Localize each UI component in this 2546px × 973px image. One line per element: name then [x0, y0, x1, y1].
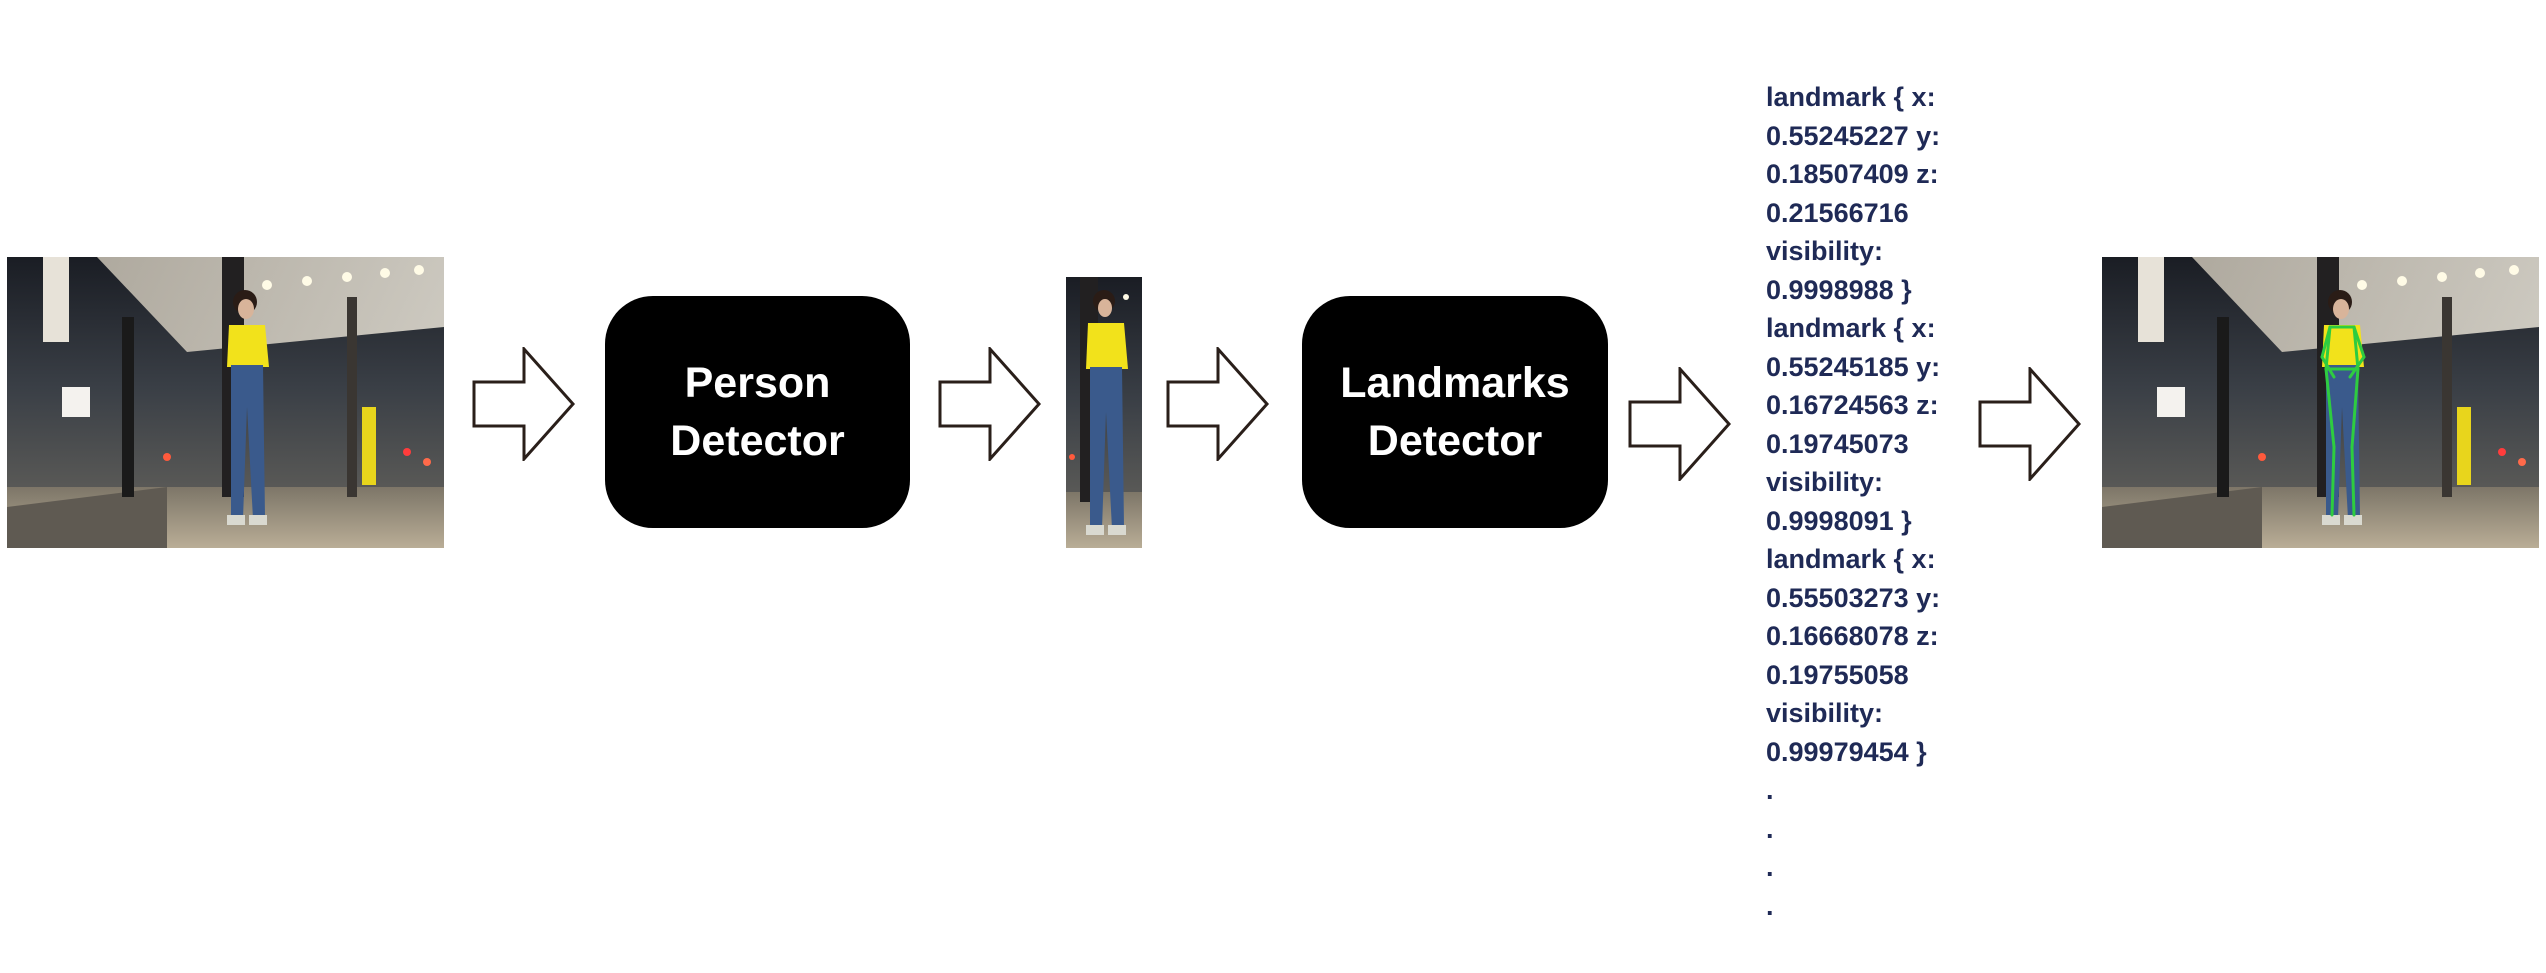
- landmarks-detector-block: Landmarks Detector: [1302, 296, 1608, 528]
- arrow-right-icon: [1978, 367, 2082, 481]
- arrow-right-icon: [938, 347, 1042, 461]
- street-photo-person-image: [7, 257, 444, 548]
- landmark-text-line: 0.55245185 y:: [1766, 351, 1941, 382]
- output-image: [2102, 257, 2539, 548]
- person-detector-label: Person Detector: [670, 359, 845, 465]
- landmark-text-line: .: [1766, 813, 1774, 844]
- landmark-text-line: 0.19755058: [1766, 659, 1909, 690]
- arrow-right-icon: [472, 347, 576, 461]
- landmark-text-line: landmark { x:: [1766, 544, 1936, 574]
- landmark-text-line: landmark { x:: [1766, 313, 1936, 343]
- landmark-text-line: landmark { x:: [1766, 82, 1936, 112]
- landmark-text-line: .: [1766, 890, 1774, 921]
- landmark-text-line: visibility:: [1766, 236, 1884, 266]
- landmarks-detector-label: Landmarks Detector: [1340, 359, 1570, 465]
- cropped-image: [1066, 277, 1142, 548]
- landmark-text-line: 0.16724563 z:: [1766, 390, 1939, 420]
- landmark-text-line: 0.55503273 y:: [1766, 582, 1941, 613]
- input-image: [7, 257, 444, 548]
- landmark-text-line: visibility:: [1766, 467, 1884, 497]
- landmark-text-line: 0.19745073: [1766, 428, 1909, 459]
- landmark-text-line: 0.18507409 z:: [1766, 159, 1939, 189]
- person-detector-block: Person Detector: [605, 296, 910, 528]
- landmark-text-line: .: [1766, 852, 1774, 882]
- landmark-text-line: 0.9998091 }: [1766, 505, 1912, 536]
- pose-landmarks-overlay-image: [2102, 257, 2539, 548]
- landmark-text-line: 0.99979454 }: [1766, 736, 1927, 767]
- landmark-output-text: landmark { x: 0.55245227 y: 0.18507409 z: 0…: [1766, 78, 2006, 925]
- arrow-right-icon: [1628, 367, 1732, 481]
- landmark-text-line: 0.16668078 z:: [1766, 621, 1939, 651]
- landmark-text-line: 0.55245227 y:: [1766, 120, 1941, 151]
- landmark-text-line: 0.9998988 }: [1766, 274, 1912, 305]
- arrow-right-icon: [1166, 347, 1270, 461]
- pose-skeleton-overlay: [2320, 325, 2366, 517]
- landmark-text-line: 0.21566716: [1766, 197, 1909, 228]
- landmark-text-line: visibility:: [1766, 698, 1884, 728]
- cropped-person-image: [1066, 277, 1142, 548]
- landmark-text-line: .: [1766, 775, 1774, 805]
